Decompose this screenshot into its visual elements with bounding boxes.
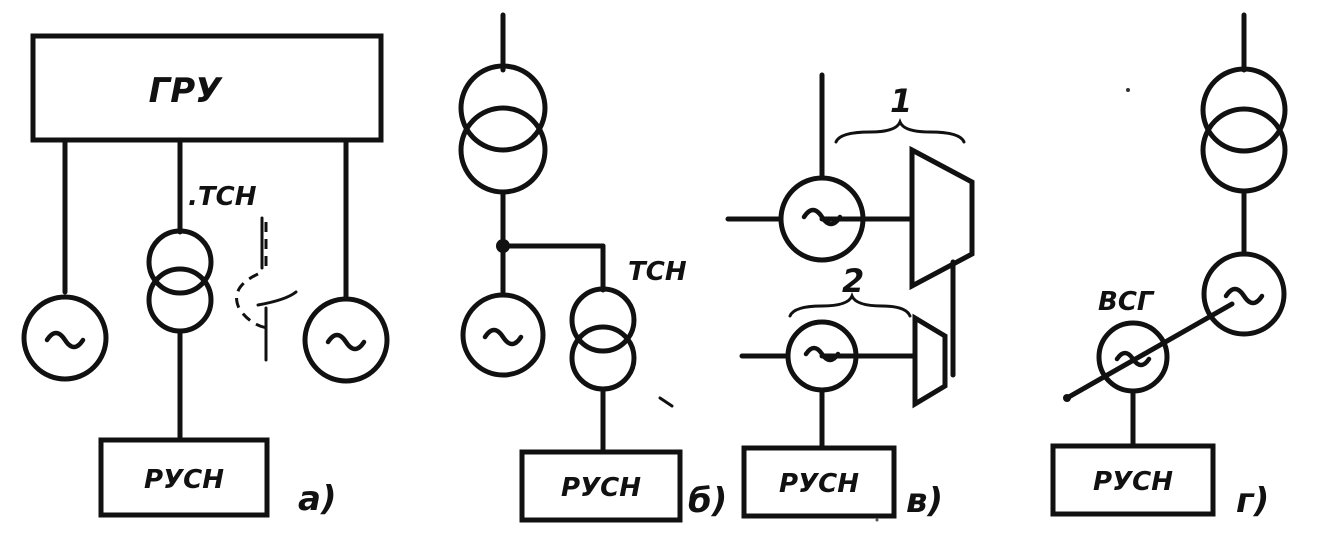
tsn-transformer-upper-winding	[569, 286, 637, 354]
panel-label-g: г)	[1236, 481, 1269, 521]
backup-link-dashed	[235, 222, 269, 330]
rusn-box-b	[519, 449, 683, 523]
panel-g: ВСГ РУСН г)	[1050, 12, 1288, 521]
panel-v: 1 2 РУСН в)	[725, 72, 975, 521]
panel-label-b: б)	[688, 481, 727, 521]
block-transformer-g-upper-winding	[1200, 66, 1288, 154]
tilde-icon	[1223, 286, 1265, 306]
aux-transformer-lower-winding	[146, 266, 214, 334]
rusn-box-v	[741, 445, 897, 519]
brace-1	[834, 117, 966, 144]
panel-label-v: в)	[906, 481, 943, 521]
tsn-label-a: .ТСН	[188, 182, 257, 212]
tilde-icon	[325, 332, 367, 352]
block-transformer-upper-winding	[458, 63, 548, 153]
aux-turbine	[912, 313, 948, 409]
tilde-icon	[44, 330, 86, 350]
rusn-label-b: РУСН	[561, 473, 641, 503]
rusn-box-g	[1050, 443, 1216, 517]
tsn-transformer-lower-winding	[569, 324, 637, 392]
brace-2	[788, 291, 912, 318]
backup-switch	[256, 216, 298, 362]
rusn-label-g: РУСН	[1093, 467, 1173, 497]
rusn-label-a: РУСН	[144, 465, 224, 495]
common-shaft	[1064, 301, 1235, 401]
vsg-label: ВСГ	[1098, 287, 1155, 317]
panel-b: ТСН РУСН б)	[458, 12, 727, 523]
shaft-label-1: 1	[890, 82, 912, 120]
tilde-icon	[482, 327, 524, 347]
gru-busbar-box	[30, 33, 384, 143]
main-turbine	[909, 145, 975, 291]
rusn-label-v: РУСН	[779, 469, 859, 499]
tsn-label-b: ТСН	[628, 257, 687, 287]
gru-label: ГРУ	[149, 71, 224, 111]
aux-transformer-upper-winding	[146, 228, 214, 296]
shaft-label-2: 2	[842, 262, 864, 300]
rusn-box-a	[98, 437, 270, 518]
panel-a: ГРУ .ТСН РУСН а)	[21, 33, 390, 519]
panel-label-a: а)	[298, 479, 336, 519]
